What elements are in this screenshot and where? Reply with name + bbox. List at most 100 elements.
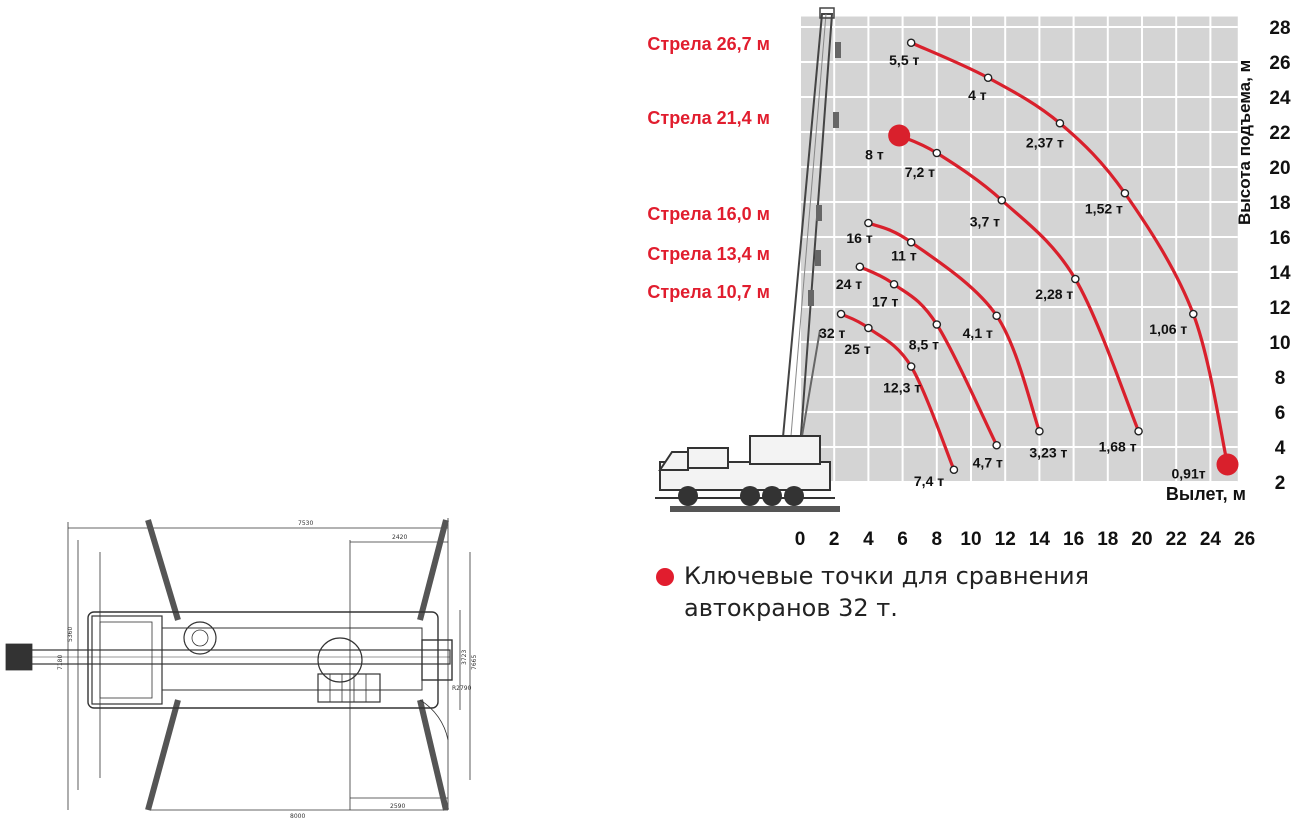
load-point	[932, 148, 942, 158]
load-point	[949, 465, 959, 475]
x-tick-label: 26	[1234, 529, 1255, 550]
x-tick-label: 24	[1200, 529, 1222, 550]
y-tick-label: 10	[1269, 333, 1290, 354]
x-tick-label: 18	[1097, 529, 1118, 550]
dim-7530: 7530	[298, 520, 313, 527]
y-tick-label: 12	[1269, 298, 1290, 319]
boom-length-label: Стрела 21,4 м	[647, 108, 770, 128]
boom-length-label: Стрела 26,7 м	[647, 34, 770, 54]
dim-7180: 7180	[57, 655, 64, 670]
y-tick-label: 16	[1269, 228, 1290, 249]
y-tick-label: 4	[1275, 438, 1286, 459]
load-point-label: 0,91т	[1172, 466, 1206, 482]
dim-8000: 8000	[290, 813, 305, 820]
load-point-label: 17 т	[872, 293, 898, 309]
boom-length-label: Стрела 16,0 м	[647, 204, 770, 224]
load-point-label: 1,68 т	[1099, 438, 1137, 454]
load-point	[889, 279, 899, 289]
x-tick-label: 16	[1063, 529, 1084, 550]
load-curve-line	[867, 221, 1041, 432]
load-point-label: 8,5 т	[909, 337, 939, 353]
boom-series-labels: Стрела 10,7 м Стрела 13,4 м Стрела 16,0 м С…	[647, 34, 770, 302]
load-point-label: 12,3 т	[883, 380, 921, 396]
boom-length-label: Стрела 13,4 м	[647, 244, 770, 264]
load-point	[1134, 426, 1143, 436]
load-point-label: 2,37 т	[1026, 134, 1064, 150]
load-point	[997, 195, 1007, 205]
load-point	[932, 320, 942, 329]
load-point	[836, 309, 846, 319]
dim-7665: 7665	[471, 655, 478, 670]
dim-2420: 2420	[392, 534, 407, 541]
y-tick-label: 8	[1275, 368, 1286, 389]
load-curve-line	[898, 134, 1141, 432]
dim-r2790: R2790	[452, 685, 472, 692]
load-point-label: 7,2 т	[905, 164, 935, 180]
y-tick-label: 20	[1269, 158, 1290, 179]
x-tick-label: 0	[795, 529, 806, 550]
x-tick-label: 14	[1029, 529, 1051, 550]
x-tick-label: 8	[932, 529, 943, 550]
load-point	[1189, 309, 1198, 319]
y-tick-label: 28	[1269, 18, 1290, 39]
load-point	[1055, 118, 1065, 128]
load-point-label: 3,23 т	[1029, 444, 1067, 460]
x-tick-label: 12	[995, 529, 1016, 550]
load-point	[1120, 188, 1130, 198]
dim-2590: 2590	[390, 803, 405, 810]
load-point-label: 32 т	[819, 325, 845, 341]
y-tick-label: 18	[1269, 193, 1290, 214]
y-tick-label: 2	[1275, 473, 1286, 494]
load-point	[864, 323, 873, 333]
dim-3723: 3723	[461, 650, 468, 665]
load-point-label: 11 т	[891, 247, 917, 263]
y-tick-label: 22	[1269, 123, 1290, 144]
load-point	[864, 218, 873, 228]
key-point-marker	[888, 124, 911, 147]
load-point	[906, 362, 916, 371]
load-points	[836, 38, 1239, 476]
x-tick-label: 22	[1166, 529, 1187, 550]
load-point	[906, 237, 916, 247]
load-point	[855, 262, 865, 272]
load-point-label: 16 т	[846, 230, 872, 246]
boom-length-label: Стрела 10,7 м	[647, 282, 770, 302]
y-tick-label: 6	[1275, 403, 1286, 424]
load-point	[992, 440, 1001, 450]
y-tick-label: 14	[1269, 263, 1291, 284]
dim-5360: 5360	[67, 627, 74, 642]
crane-silhouette	[655, 7, 841, 512]
load-point	[992, 311, 1001, 321]
load-point	[1071, 274, 1080, 284]
load-point	[983, 73, 993, 83]
load-point-label: 4,1 т	[963, 325, 993, 341]
x-tick-label: 20	[1131, 529, 1152, 550]
x-tick-label: 6	[897, 529, 908, 550]
load-point-label: 3,7 т	[970, 213, 1000, 229]
load-point-label: 4,7 т	[973, 454, 1003, 470]
x-tick-label: 2	[829, 529, 840, 550]
y-axis-label: Высота подъема, м	[1235, 60, 1254, 225]
y-tick-label: 26	[1269, 53, 1290, 74]
load-point	[1035, 426, 1044, 436]
load-labels: 32 т25 т 12,3 т 7,4 т 24 т 17 т 8,5 т 4,7 т 16 …	[819, 52, 1206, 489]
y-tick-label: 24	[1269, 88, 1291, 109]
legend-text: Ключевые точки для сравнения автокранов …	[684, 562, 1090, 622]
chart-grid	[799, 16, 1238, 483]
key-point-marker	[1216, 453, 1239, 476]
load-point-label: 25 т	[844, 341, 870, 357]
x-tick-label: 4	[863, 529, 874, 550]
load-curve-line	[840, 312, 956, 471]
load-point-label: 24 т	[836, 276, 862, 292]
load-chart: 32 т25 т 12,3 т 7,4 т 24 т 17 т 8,5 т 4,7 т 16 …	[647, 7, 1291, 550]
load-point-label: 1,52 т	[1085, 200, 1123, 216]
key-point-icon	[656, 568, 674, 586]
x-tick-label: 10	[960, 529, 981, 550]
crane-plan-drawing: 7530 2420 7180 5360 3723 7665 R2790 8000…	[5, 518, 478, 820]
x-axis-label: Вылет, м	[1166, 484, 1246, 504]
load-point-label: 7,4 т	[914, 473, 944, 489]
load-point-label: 8 т	[865, 147, 884, 163]
load-point-label: 5,5 т	[889, 52, 919, 68]
load-point	[906, 38, 916, 48]
